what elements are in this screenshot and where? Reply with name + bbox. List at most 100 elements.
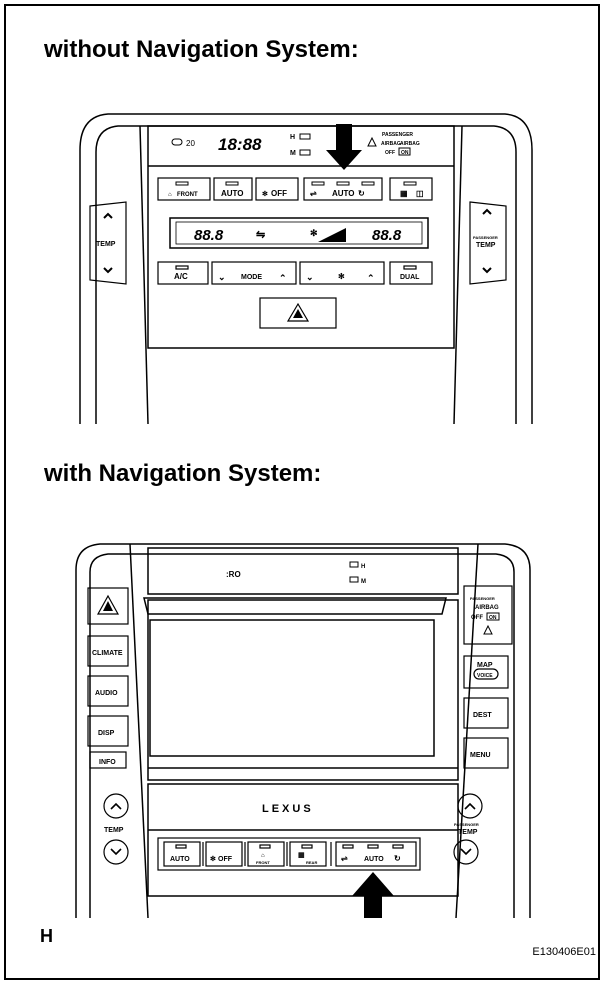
airbag-on-label: ON [401, 150, 409, 156]
left-temp-down-icon[interactable] [103, 267, 113, 274]
climate-label: CLIMATE [92, 650, 123, 657]
left-temp-up-knob[interactable] [103, 793, 129, 819]
disp-button[interactable] [87, 715, 129, 747]
fresh-air-icon: ⇌ [310, 189, 317, 198]
hazard-triangle-inner [103, 601, 113, 611]
fan-speed-icon: ✻ [338, 272, 345, 281]
right-temp-up-icon[interactable] [464, 802, 476, 810]
audio-button[interactable] [87, 675, 129, 707]
right-airbag-on: ON [489, 615, 497, 621]
dual-led [403, 265, 417, 270]
menu-button[interactable] [463, 737, 509, 769]
bottom-fan-icon: ✻ [210, 855, 216, 863]
led [342, 844, 354, 849]
rear-defog-button[interactable] [389, 177, 433, 201]
bottom-left-trim [129, 543, 149, 919]
bottom-console [75, 543, 531, 919]
right-temp-rocker[interactable] [469, 201, 507, 285]
airbag-indicator-panel [463, 585, 513, 645]
bottom-auto-recirculation-button[interactable] [335, 841, 417, 867]
fan-off-button[interactable] [255, 177, 299, 201]
fan-up-icon: ⌃ [367, 273, 375, 283]
hazard-button-bottom[interactable] [87, 587, 129, 625]
ac-button[interactable] [157, 261, 209, 285]
auto-recirculation-button[interactable] [303, 177, 383, 201]
right-temp-label: TEMP [476, 242, 496, 249]
dual-button[interactable] [389, 261, 433, 285]
info-button[interactable] [89, 751, 127, 769]
top-left-trim [139, 125, 149, 425]
bottom-minute-label: M [361, 579, 366, 585]
left-temp-up-icon[interactable] [103, 212, 113, 219]
top-row1-labels: ⌂ FRONT AUTO ✻ OFF ⇌ AUTO ↻ ▦ ◫ [168, 189, 424, 198]
airflow-mode-icon: ⇋ [256, 229, 265, 241]
minute-button[interactable] [299, 149, 311, 156]
bottom-rear-defog-button[interactable] [289, 841, 327, 867]
bottom-off-label: OFF [218, 856, 233, 863]
disp-label: DISP [98, 730, 115, 737]
bottom-right-buttons [463, 585, 513, 769]
dest-button[interactable] [463, 697, 509, 729]
led [311, 181, 325, 186]
led [225, 181, 239, 186]
left-temp-up-icon[interactable] [110, 802, 122, 810]
front-defog-button[interactable] [157, 177, 211, 201]
top-center-face [147, 125, 455, 349]
left-temp-rocker[interactable] [89, 201, 127, 285]
hazard-triangle [286, 302, 310, 322]
left-temp-down-knob[interactable] [103, 839, 129, 865]
top-indicator-value: 20 [186, 139, 195, 148]
right-temp-up-knob[interactable] [457, 793, 483, 819]
map-voice-button[interactable] [463, 655, 509, 689]
right-temp-down-icon[interactable] [482, 267, 492, 274]
minute-label: M [290, 150, 296, 157]
hour-button[interactable] [299, 133, 311, 140]
fan-speed-button[interactable] [299, 261, 385, 285]
hazard-button-top[interactable] [259, 297, 337, 329]
bottom-hour-button[interactable] [349, 561, 359, 568]
bottom-right-temp-control [453, 793, 483, 865]
bottom-front-defog-button[interactable] [247, 841, 285, 867]
left-temp-down-icon[interactable] [110, 848, 122, 856]
bottom-minute-button[interactable] [349, 576, 359, 583]
heading-with-navigation: with Navigation System: [44, 460, 322, 487]
voice-pill[interactable] [473, 668, 499, 680]
lcd-left-temp: 88.8 [194, 227, 224, 244]
hazard-icon-top [286, 302, 310, 322]
bottom-top-housing [147, 547, 459, 595]
dual-label: DUAL [400, 274, 420, 281]
top-row1-buttons [157, 177, 433, 201]
off-label: OFF [271, 189, 287, 198]
right-seat-person-icon [483, 624, 493, 635]
bottom-left-temp-label: TEMP [104, 827, 124, 834]
airbag-off-label: OFF [385, 150, 395, 156]
bottom-front-label: FRONT [256, 860, 270, 865]
hour-label: H [290, 134, 295, 141]
right-temp-up-icon[interactable] [482, 208, 492, 215]
auto-button-left[interactable] [213, 177, 253, 201]
right-airbag-passenger: PASSENGER [470, 596, 495, 601]
ac-led [175, 265, 189, 270]
led [392, 844, 404, 849]
info-label: INFO [99, 759, 116, 766]
lexus-logo: LEXUS [262, 803, 314, 815]
bottom-rear-defog-icon: ▦ [298, 852, 305, 859]
bottom-auto-button[interactable] [163, 841, 201, 867]
audio-label: AUDIO [95, 690, 118, 697]
bottom-auto-center-label: AUTO [364, 856, 384, 863]
bottom-console-outline [75, 543, 531, 918]
right-airbag-label: AIRBAG [475, 605, 499, 611]
hazard-icon-bottom [96, 594, 120, 615]
navigation-screen[interactable] [149, 619, 435, 757]
bottom-auto-label: AUTO [170, 856, 190, 863]
top-lcd: 88.8 ⇋ ✻ 88.8 [169, 217, 429, 249]
dest-label: DEST [473, 712, 492, 719]
mode-button[interactable] [211, 261, 297, 285]
right-temp-down-knob[interactable] [453, 839, 479, 865]
lcd-right-temp: 88.8 [372, 227, 402, 244]
climate-button[interactable] [87, 635, 129, 667]
mode-down-icon: ⌄ [218, 272, 226, 282]
bottom-fan-off-button[interactable] [205, 841, 243, 867]
right-temp-down-icon[interactable] [460, 848, 472, 856]
